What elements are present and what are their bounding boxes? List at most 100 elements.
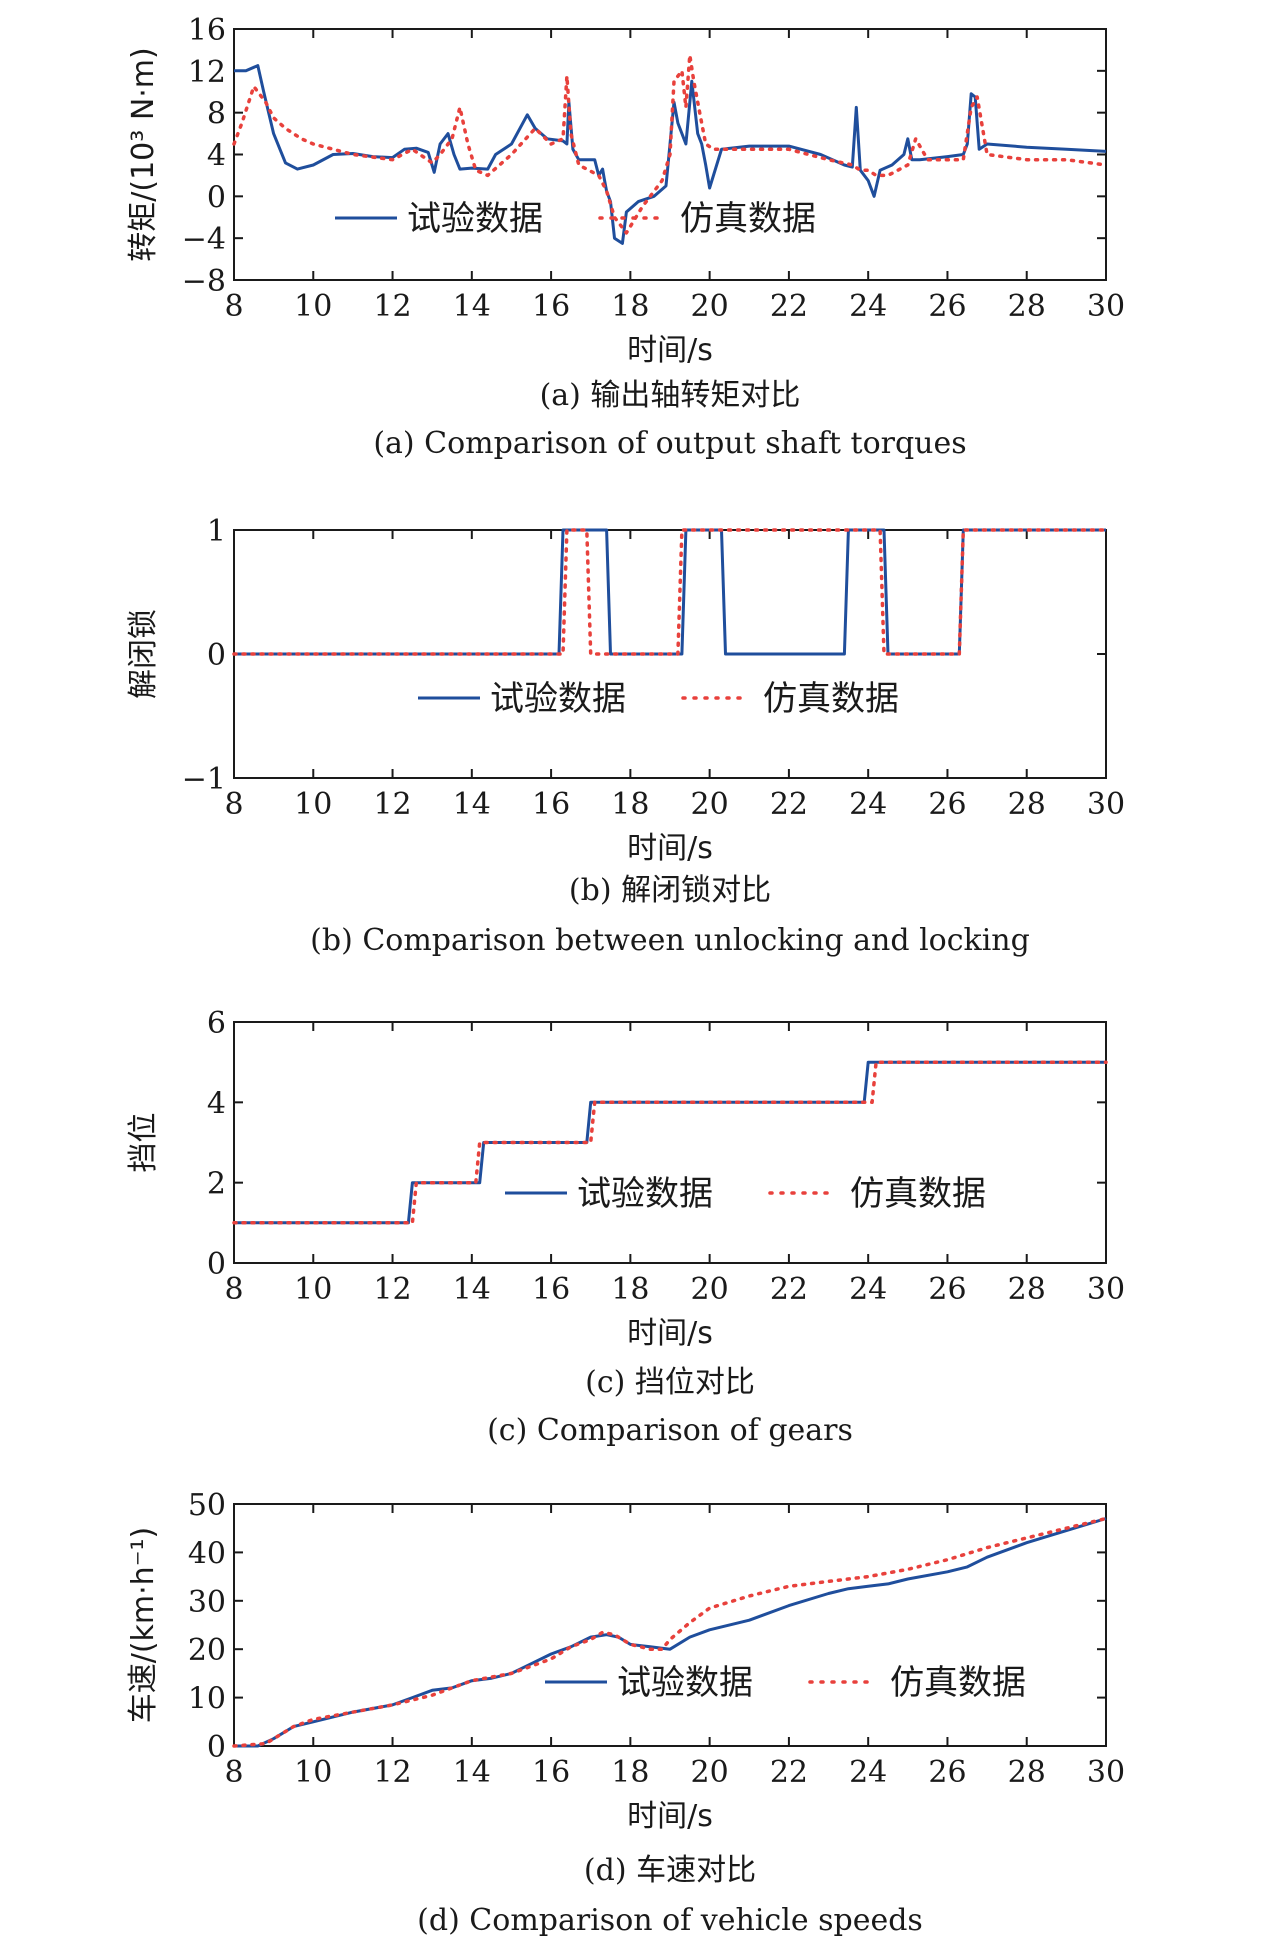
plot-frame: [233, 1021, 1107, 1264]
x-tick-label: 26: [928, 289, 966, 324]
y-tick-label: −4: [182, 222, 226, 257]
legend-simulation-label: 仿真数据: [850, 1174, 986, 1214]
series-simulation-line: [232, 53, 1108, 235]
plot-frame: [233, 1503, 1107, 1747]
y-tick-label: 1: [207, 514, 226, 549]
x-tick-label: 14: [453, 1272, 491, 1307]
y-axis-label: 转矩/(10³ N·m): [126, 47, 161, 261]
y-tick-label: −1: [182, 762, 226, 797]
y-tick-label: 50: [188, 1488, 226, 1523]
series-experiment-line: [234, 528, 1106, 656]
x-tick-label: 22: [770, 289, 808, 324]
x-tick-label: 28: [1008, 1272, 1046, 1307]
x-tick-label: 18: [611, 787, 649, 822]
y-tick-label: 10: [188, 1682, 226, 1717]
x-axis-label: 时间/s: [627, 1799, 713, 1834]
series-simulation-line: [232, 1060, 1108, 1225]
x-tick-label: 10: [294, 1755, 332, 1790]
x-tick-label: 16: [532, 289, 570, 324]
y-tick-label: 2: [207, 1167, 226, 1202]
series-experiment-line: [234, 1060, 1106, 1225]
y-tick-label: 0: [207, 1247, 226, 1282]
x-tick-label: 28: [1008, 1755, 1046, 1790]
x-tick-label: 24: [849, 289, 887, 324]
legend-simulation-label: 仿真数据: [890, 1663, 1026, 1703]
y-tick-label: 4: [207, 1086, 226, 1121]
y-tick-label: 12: [188, 55, 226, 90]
legend-experiment-label: 试验数据: [577, 1174, 713, 1214]
x-tick-label: 16: [532, 787, 570, 822]
x-axis-label: 时间/s: [627, 333, 713, 368]
x-tick-label: 20: [691, 1272, 729, 1307]
x-tick-label: 20: [691, 289, 729, 324]
x-tick-label: 16: [532, 1272, 570, 1307]
x-tick-label: 12: [373, 1272, 411, 1307]
y-tick-label: −8: [182, 264, 226, 299]
x-tick-label: 28: [1008, 289, 1046, 324]
x-tick-label: 12: [373, 1755, 411, 1790]
x-tick-label: 10: [294, 787, 332, 822]
y-tick-label: 0: [207, 1730, 226, 1765]
y-tick-label: 8: [207, 97, 226, 132]
x-tick-label: 30: [1087, 787, 1125, 822]
x-tick-label: 20: [691, 787, 729, 822]
y-tick-label: 4: [207, 139, 226, 174]
x-tick-label: 16: [532, 1755, 570, 1790]
x-tick-label: 28: [1008, 787, 1046, 822]
caption-en: (b) Comparison between unlocking and loc…: [310, 923, 1030, 958]
x-tick-label: 10: [294, 1272, 332, 1307]
caption-en: (c) Comparison of gears: [487, 1413, 853, 1448]
x-tick-label: 26: [928, 1272, 966, 1307]
caption-cn: (b) 解闭锁对比: [569, 873, 771, 908]
series-simulation-line: [232, 528, 1108, 656]
caption-cn: (a) 输出轴转矩对比: [540, 378, 801, 413]
caption-cn: (d) 车速对比: [584, 1853, 756, 1888]
x-tick-label: 30: [1087, 1755, 1125, 1790]
y-tick-label: 0: [207, 180, 226, 215]
x-tick-label: 14: [453, 1755, 491, 1790]
legend-simulation-label: 仿真数据: [680, 199, 816, 239]
x-tick-label: 8: [224, 787, 243, 822]
y-axis-label: 解闭锁: [126, 609, 161, 699]
caption-en: (a) Comparison of output shaft torques: [373, 426, 966, 461]
x-tick-label: 22: [770, 1755, 808, 1790]
y-tick-label: 20: [188, 1633, 226, 1668]
x-tick-label: 18: [611, 1272, 649, 1307]
x-tick-label: 8: [224, 1755, 243, 1790]
x-tick-label: 10: [294, 289, 332, 324]
legend-experiment-label: 试验数据: [407, 199, 543, 239]
x-tick-label: 24: [849, 1755, 887, 1790]
legend-simulation-label: 仿真数据: [763, 679, 899, 719]
caption-en: (d) Comparison of vehicle speeds: [417, 1903, 923, 1938]
y-tick-label: 30: [188, 1585, 226, 1620]
x-tick-label: 14: [453, 289, 491, 324]
x-tick-label: 30: [1087, 289, 1125, 324]
y-tick-label: 6: [207, 1006, 226, 1041]
x-tick-label: 18: [611, 1755, 649, 1790]
x-tick-label: 24: [849, 787, 887, 822]
x-tick-label: 26: [928, 787, 966, 822]
y-axis-label: 挡位: [126, 1113, 161, 1173]
x-axis-label: 时间/s: [627, 831, 713, 866]
x-tick-label: 22: [770, 787, 808, 822]
x-tick-label: 12: [373, 787, 411, 822]
x-tick-label: 26: [928, 1755, 966, 1790]
y-axis-label: 车速/(km·h⁻¹): [126, 1527, 161, 1724]
x-tick-label: 22: [770, 1272, 808, 1307]
caption-cn: (c) 挡位对比: [585, 1365, 755, 1400]
x-tick-label: 30: [1087, 1272, 1125, 1307]
x-tick-label: 18: [611, 289, 649, 324]
series-experiment-line: [234, 1517, 1107, 1748]
y-tick-label: 16: [188, 13, 226, 48]
legend-experiment-label: 试验数据: [617, 1663, 753, 1703]
x-tick-label: 14: [453, 787, 491, 822]
y-tick-label: 0: [207, 638, 226, 673]
x-tick-label: 12: [373, 289, 411, 324]
x-tick-label: 20: [691, 1755, 729, 1790]
x-axis-label: 时间/s: [627, 1316, 713, 1351]
